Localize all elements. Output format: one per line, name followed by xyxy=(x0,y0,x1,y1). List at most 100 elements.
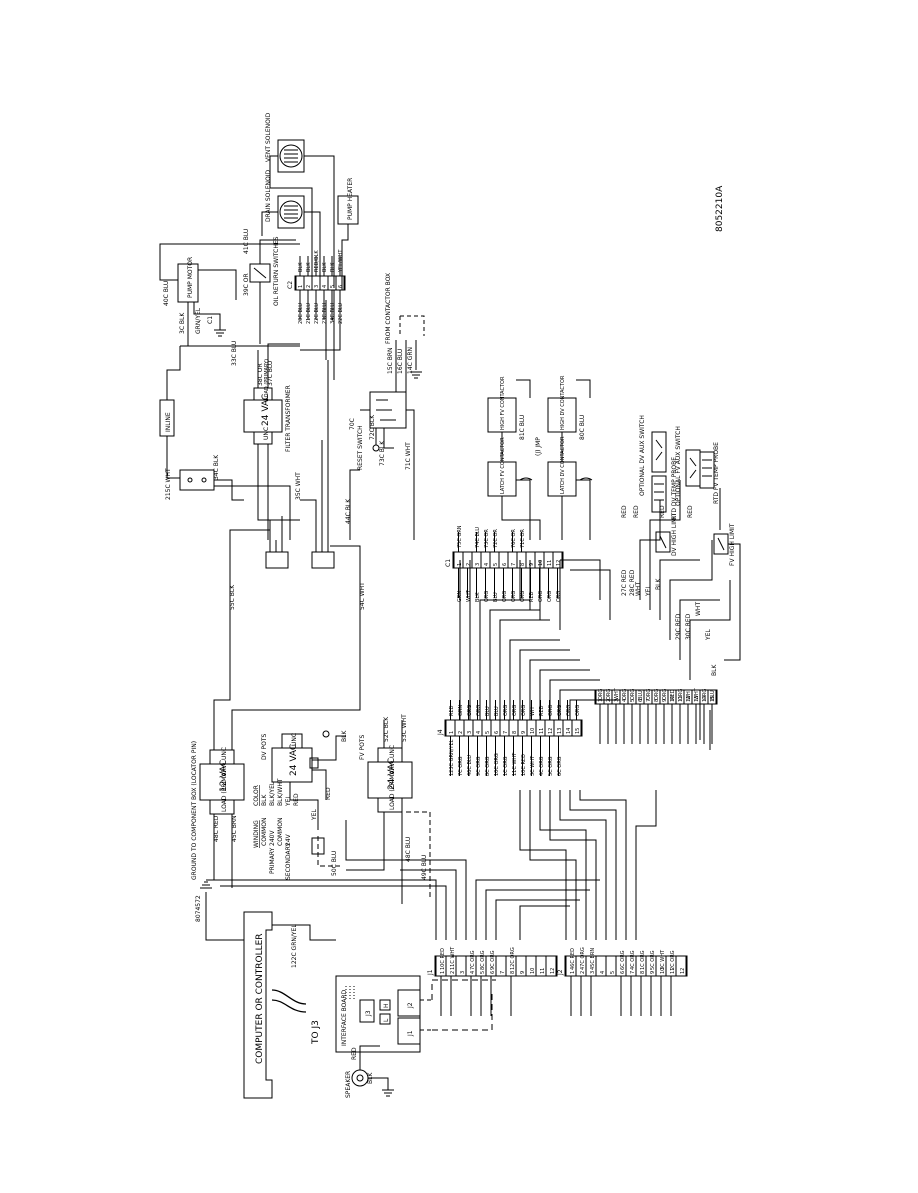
c1_connector-pin-number: 4 xyxy=(484,563,490,566)
j4_connector-pin-number: 11 xyxy=(539,728,545,734)
c1_connector-wire-label-right: 75C GRN xyxy=(457,525,463,548)
from-contactor-box: FROM CONTACTOR BOX 15C BRN 16C BLU 14C G… xyxy=(385,273,425,392)
transformer-fv-wire-1: 52C BLK xyxy=(383,716,390,742)
j4_connector-pin-number: 1 xyxy=(449,731,455,734)
j4_connector-wire-label: 10C RED xyxy=(521,754,527,776)
reset-switch: RESET SWITCH 70C 72C BLK 73C BLK 71C WHT xyxy=(349,391,415,540)
terminal_block-wire-label-right: BLK xyxy=(330,262,336,272)
winding-row-1-a: PRIMARY xyxy=(269,847,276,874)
j2_connector-pin-number: 8 xyxy=(640,971,646,974)
j1_connector-pin-number: 10 xyxy=(530,968,536,974)
transformer-12vac: 12 VAC UNC LOAD (PRIMARY) 45C BRN 48C RE… xyxy=(199,640,361,888)
dv-wire-yel: YEL xyxy=(645,585,652,597)
j4_connector-wire-label: 5C ORG xyxy=(548,756,554,776)
j2_connector-wire-label: 47C ORG xyxy=(580,947,586,970)
transformer-fv-side: UNC xyxy=(389,745,396,758)
c1_connector-pin-number: 11 xyxy=(547,560,553,566)
transformer-fv-volt: 24 VAC xyxy=(387,758,397,790)
c1_connector-label: C1 xyxy=(445,559,452,567)
mid_terminal-wire-label: ORG xyxy=(646,689,652,700)
j2_connector-wire-label: 5C ORG xyxy=(650,950,656,970)
reset-wire-71c: 71C WHT xyxy=(405,442,412,470)
terminal_block-wire-label-right: BLK xyxy=(322,262,328,272)
speaker-label: SPEAKER xyxy=(345,1071,352,1098)
fv-side: OPTIONAL FV AUX SWITCH RTD FV TEMP PROBE… xyxy=(659,426,741,676)
c1_connector-wire-label: BLK xyxy=(475,592,481,602)
filter-transformer-wire-1: 38C OR xyxy=(257,363,264,386)
j1_connector-pin-number: 5 xyxy=(480,971,486,974)
color-header: COLOR xyxy=(253,785,260,806)
drain-solenoid-label: DRAIN SOLENOID xyxy=(265,170,272,222)
board-j3-header xyxy=(359,999,375,1023)
terminal_block-wire-label: 21C BLU xyxy=(306,303,312,324)
controller-label: COMPUTER OR CONTROLLER xyxy=(255,933,265,1064)
c1_connector-wire-label-right: 76C OR xyxy=(511,529,517,548)
j4_connector-wire-label-right: ORG xyxy=(503,705,509,716)
terminal_block-label: C2 xyxy=(287,281,294,289)
j2_connector-wire-label: 3C WHT xyxy=(660,949,666,970)
c1_connector-wire-label-right: 74C BLU xyxy=(475,527,481,548)
dv-wire-wht: WHT xyxy=(635,582,642,596)
j2_connector-wire-label: 45C BRN xyxy=(590,948,596,970)
j4_connector-wire-label-right: BLU xyxy=(485,706,491,716)
j4_connector-wire-label-right: ORG xyxy=(548,705,554,716)
wire-54c: 54C WHT xyxy=(359,582,366,610)
j1_connector-pin-number: 1 xyxy=(440,971,446,974)
j4_connector-pin-number: 15 xyxy=(575,728,581,734)
wire-44c: 44C BLK xyxy=(345,498,352,524)
fv-temp-probe xyxy=(699,451,715,489)
fv-wire-29c: 29C RED xyxy=(675,613,682,640)
mid_terminal-pin-number: 13 xyxy=(694,696,700,702)
terminal_block-wire-label-right: YEL/WHT xyxy=(338,249,344,273)
j2_connector-pin-number: 3 xyxy=(590,971,596,974)
winding-row-1-b: COMMON xyxy=(261,818,268,846)
terminal_block-wire-label-right: BLK xyxy=(298,262,304,272)
oil-return-label: OIL RETURN SWITCHES xyxy=(273,236,280,306)
drawing-number: 8052210A xyxy=(715,185,725,232)
c1_connector-pin-number: 10 xyxy=(538,560,544,566)
transformer-12vac-wire-1: 45C BRN xyxy=(231,815,238,842)
mid_terminal-wire-label: ORG xyxy=(678,689,684,700)
dv-high-limit xyxy=(655,531,671,553)
fv-probe-label: RTD FV TEMP PROBE xyxy=(713,442,720,504)
winding-table: WINDING COLOR PRIMARY COMMON BLK 240V BL… xyxy=(253,778,300,880)
j4_connector-wire-label: 10C ORG xyxy=(494,753,500,776)
transformer-dv-yel: YEL xyxy=(311,809,318,821)
pump-heater: PUMP HEATER xyxy=(337,178,359,290)
j2_connector-wire-label: 6C ORG xyxy=(620,950,626,970)
c1_connector-wire-label: ORG xyxy=(511,591,517,602)
transformer-fv-wire-2: 53C WHT xyxy=(401,714,408,742)
filter-transformer-side: UNC xyxy=(263,427,270,440)
mid_terminal-pin-number: 10 xyxy=(670,696,676,702)
mid_terminal-pin-number: 6 xyxy=(638,699,644,702)
transformer-12vac-load: LOAD (PRIMARY) xyxy=(221,763,228,812)
transformer-12vac-volt: 12 VAC xyxy=(219,760,229,792)
winding-row-2-c: BLK/YEL xyxy=(269,781,276,806)
j4_connector-pin-number: 10 xyxy=(530,728,536,734)
harness-j4-mid xyxy=(459,559,620,720)
board-j1-header xyxy=(397,1017,421,1045)
mid_terminal-wire-label: WHT xyxy=(614,687,620,700)
j4_connector-wire-label: 4C ORG xyxy=(539,756,545,776)
j4_connector-pin-number: 9 xyxy=(521,731,527,734)
j1_connector-pin-number: 2 xyxy=(450,971,456,974)
j4_connector-wire-label: 1C ORG xyxy=(503,756,509,776)
board-j3-label: J3 xyxy=(365,1010,372,1017)
winding-row-1-c: BLK xyxy=(261,794,268,806)
contactor-wire-81c: 81C BLU xyxy=(519,415,526,440)
transformer-dv-side: UNC xyxy=(291,733,298,746)
mid_terminal-wire-label: RED xyxy=(670,689,676,700)
j4_connector-wire-label: 9C ORG xyxy=(476,756,482,776)
j1_connector-wire-label: 8C ORG xyxy=(480,950,486,970)
dv-side: OPTIONAL DV AUX SWITCH RTD DV TEMP PROBE… xyxy=(621,415,678,597)
interface-board-label: INTERFACE BOARD xyxy=(341,989,348,1046)
mid_terminal-pin-number: 8 xyxy=(654,699,660,702)
mid_terminal-pin-number: 7 xyxy=(646,699,652,702)
dv-temp-probe xyxy=(651,475,667,513)
dv-wire-27c: 27C RED xyxy=(621,569,628,596)
fv-optional-switch: OPTIONAL FV AUX SWITCH xyxy=(675,426,682,506)
